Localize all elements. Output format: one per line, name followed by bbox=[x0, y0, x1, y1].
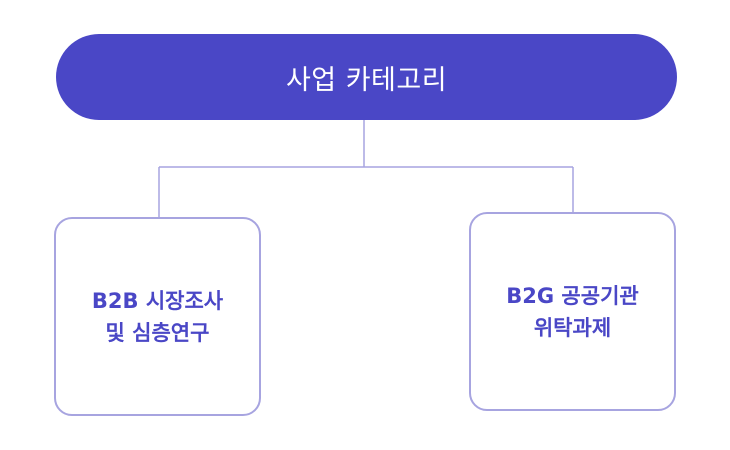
category-b2g-line2: 위탁과제 bbox=[533, 315, 612, 340]
root-category-node: 사업 카테고리 bbox=[56, 34, 677, 120]
category-b2b-line2: 및 심층연구 bbox=[105, 320, 210, 345]
category-b2g-line1: B2G 공공기관 bbox=[506, 283, 639, 308]
root-category-label: 사업 카테고리 bbox=[285, 64, 448, 96]
category-node-b2g: B2G 공공기관 위탁과제 bbox=[469, 212, 676, 411]
category-b2b-line1: B2B 시장조사 bbox=[91, 288, 224, 313]
category-node-b2b: B2B 시장조사 및 심층연구 bbox=[54, 217, 261, 416]
